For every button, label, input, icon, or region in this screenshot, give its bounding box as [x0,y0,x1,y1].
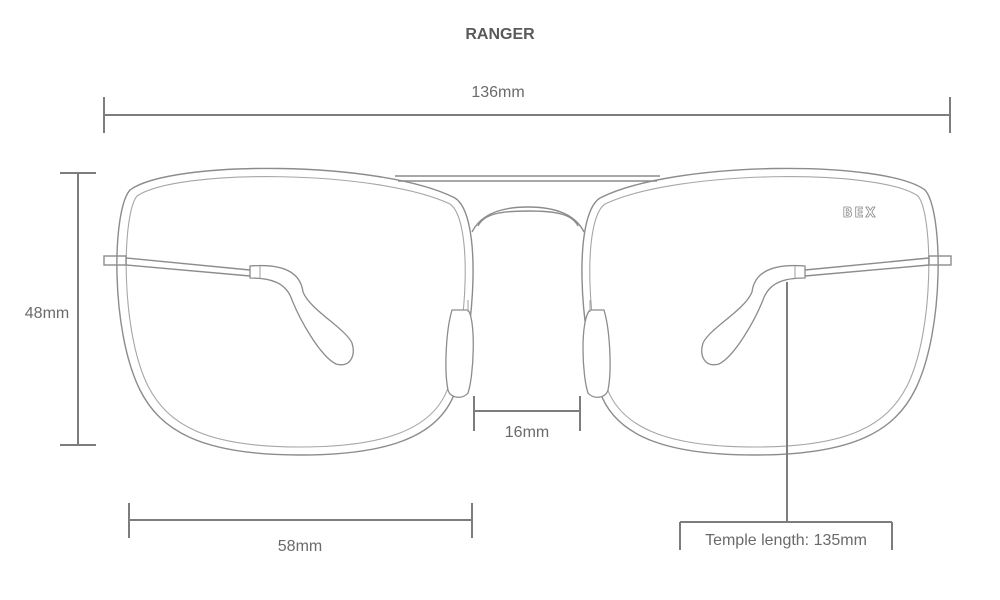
temple-length-label: Temple length: 135mm [705,532,867,549]
product-title: RANGER [465,26,535,43]
left-hinge [103,255,127,266]
lens-width-label: 58mm [278,538,322,555]
temple-length-callout [679,282,893,550]
total-width-dimension [103,97,951,133]
left-lens-inner [125,176,466,448]
bridge-width-dimension [473,396,581,431]
right-lens-outer [581,167,939,456]
right-lens-inner [589,176,930,448]
lens-width-dimension [128,503,473,538]
bridge-width-label: 16mm [505,424,549,441]
total-width-label: 136mm [471,84,524,101]
lens-height-dimension [60,172,96,446]
right-temple-tip [701,264,806,366]
left-nose-pad [445,309,474,398]
right-temple-arm [804,257,930,271]
right-hinge [928,255,952,266]
left-lens-outer [116,167,474,456]
brand-logo: BEX [843,206,878,221]
glasses-frame [103,167,952,456]
left-temple-tip [249,264,354,366]
right-nose-pad [582,309,611,398]
bridge [477,210,579,227]
lens-height-label: 48mm [25,305,69,322]
left-temple-arm [125,257,251,271]
